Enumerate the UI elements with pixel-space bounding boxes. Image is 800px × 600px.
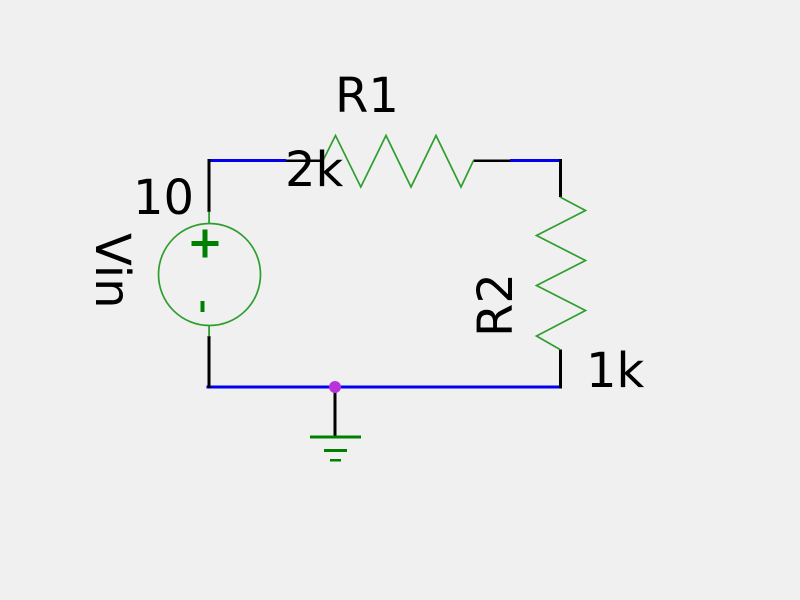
wire-bottom[interactable] (206, 385, 562, 389)
voltage-source-symbol[interactable] (157, 211, 262, 337)
ground-symbol[interactable] (310, 435, 361, 462)
vsource-circle[interactable] (157, 222, 262, 327)
vsource-pin-top (208, 211, 210, 224)
ground-bar-2 (324, 449, 347, 452)
lead-r1-left[interactable] (286, 159, 323, 163)
lead-ground[interactable] (333, 387, 337, 437)
minus-icon (200, 301, 205, 312)
ground-bar-3 (330, 459, 341, 462)
wire-top-left[interactable] (208, 159, 286, 162)
resistor-r1-symbol[interactable] (322, 133, 475, 189)
r1-value-label[interactable]: 2k (285, 142, 344, 198)
lead-r1-right[interactable] (473, 159, 511, 163)
vsource-pin-bottom (208, 325, 210, 337)
leads (207, 159, 562, 437)
r1-name-label[interactable]: R1 (335, 68, 399, 124)
resistor-r2-symbol[interactable] (534, 196, 588, 351)
wire-top-right[interactable] (510, 159, 562, 162)
wires (206, 159, 562, 389)
lead-left-top[interactable] (207, 159, 211, 212)
plus-icon (191, 229, 219, 258)
r2-value-label[interactable]: 1k (586, 343, 645, 399)
lead-r2-top[interactable] (559, 159, 562, 197)
ground-bar-1 (310, 435, 361, 439)
lead-left-bottom[interactable] (207, 336, 211, 388)
junction-dot[interactable] (329, 381, 341, 393)
vin-value-label[interactable]: 10 (133, 170, 195, 226)
lead-r2-bottom[interactable] (559, 349, 562, 389)
r2-name-label[interactable]: R2 (468, 273, 524, 337)
vin-name-label[interactable]: Vin (84, 233, 140, 309)
